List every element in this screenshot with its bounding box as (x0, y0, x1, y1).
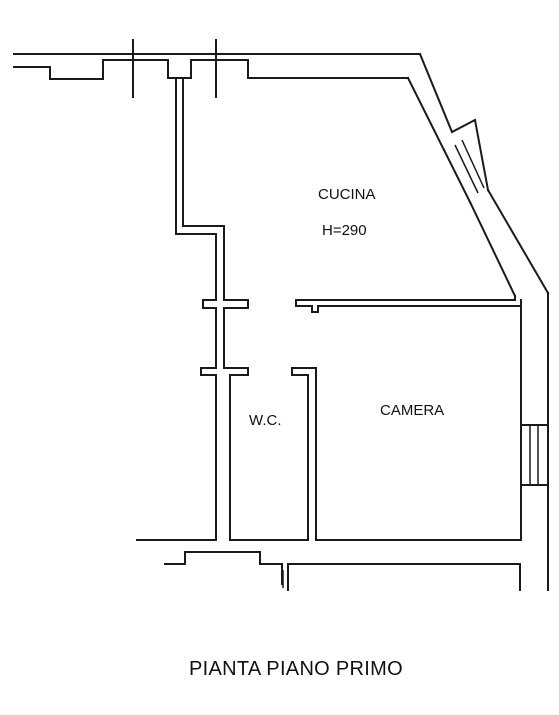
corridor-left-wall (175, 77, 249, 541)
wc-bedroom-partition (291, 367, 317, 541)
top-center-wall (132, 53, 217, 79)
top-column-marks (132, 39, 217, 98)
top-left-wall (13, 53, 134, 80)
diagonal-exterior-wall (406, 52, 550, 298)
plan-title: PIANTA PIANO PRIMO (189, 658, 403, 680)
top-right-wall (215, 53, 421, 79)
kitchen-label: CUCINA (318, 186, 376, 203)
kitchen-height-label: H=290 (322, 222, 367, 239)
bottom-wall (136, 539, 522, 591)
right-exterior-wall (520, 292, 549, 591)
bedroom-label: CAMERA (380, 402, 444, 419)
kitchen-bedroom-partition (295, 295, 522, 313)
wc-label: W.C. (249, 412, 282, 429)
